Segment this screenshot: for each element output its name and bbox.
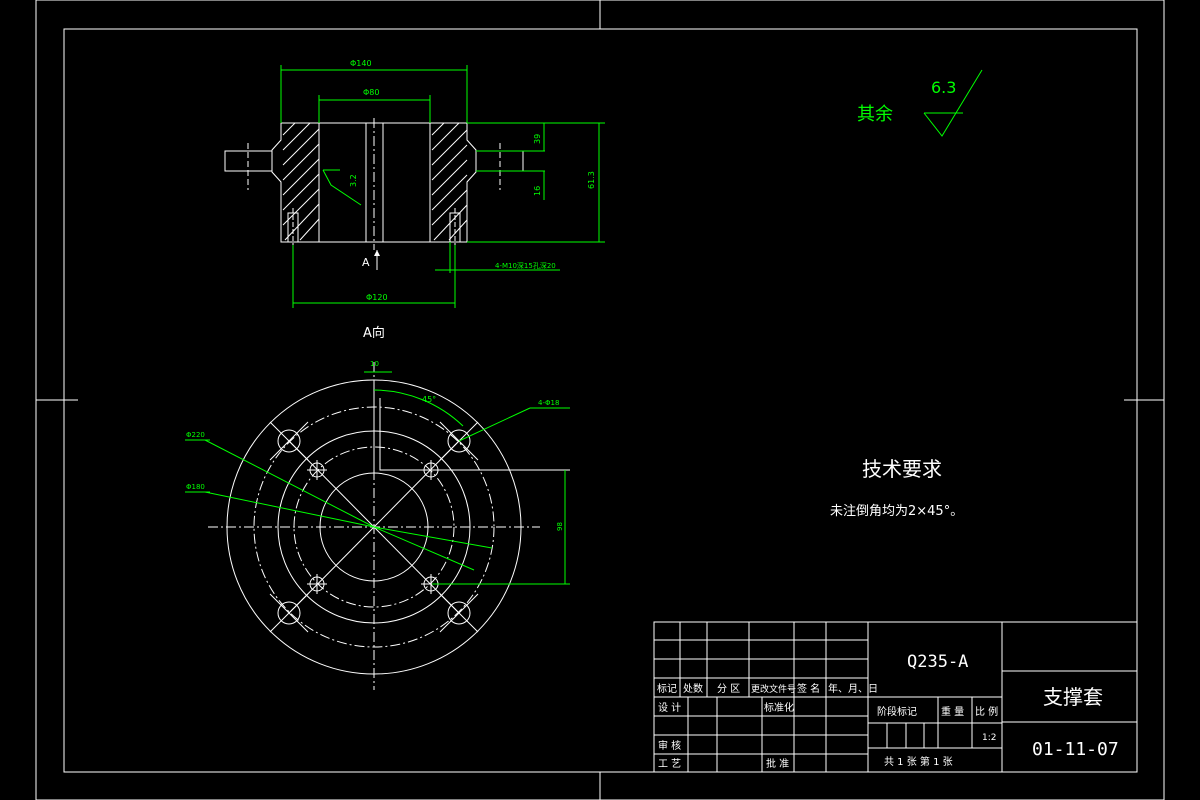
- section-left-wall: [271, 122, 320, 243]
- title-block-text: Q235-A 支撑套 01-11-07 1:2 标记 处数 分 区 更改文件号 …: [657, 652, 1119, 770]
- holes-4-d18: 4-Φ18: [538, 399, 559, 407]
- section-right-wall: [429, 122, 477, 243]
- plan-view: [208, 362, 570, 690]
- row-process: 工 艺: [658, 758, 681, 770]
- material: Q235-A: [907, 652, 968, 672]
- plan-dimensions: 10 45° 4-Φ18 Φ220 Φ180 98: [185, 360, 570, 585]
- row-standardization: 标准化: [764, 701, 794, 714]
- hdr-count: 处数: [683, 682, 703, 695]
- dim-d140: Φ140: [350, 59, 372, 68]
- dim-vertical-right: 98: [556, 522, 564, 531]
- section-dimensions: Φ140 Φ80 39 16 61.3 3.2 Φ120 4-M10深15孔深2…: [280, 59, 605, 308]
- row-design: 设 计: [658, 701, 681, 714]
- sheet-inner-border: [63, 28, 1138, 773]
- dim-39: 39: [533, 134, 542, 144]
- dim-16: 16: [533, 186, 542, 196]
- a-view-label: A向: [363, 325, 385, 341]
- section-hatching: [282, 122, 468, 241]
- stage-mark: 阶段标记: [877, 705, 917, 718]
- weight: 重 量: [941, 705, 964, 718]
- dim-10: 10: [370, 360, 379, 368]
- scale-label: 比 例: [975, 705, 998, 718]
- hdr-mark: 标记: [657, 683, 677, 695]
- hdr-signature: 签 名: [797, 682, 820, 695]
- part-name: 支撑套: [1043, 685, 1103, 709]
- drawing-number: 01-11-07: [1032, 739, 1119, 760]
- dim-d80: Φ80: [363, 88, 379, 97]
- surface-finish-value: 6.3: [931, 78, 956, 97]
- angle-45: 45°: [422, 395, 436, 404]
- tech-req-title: 技术要求: [862, 457, 942, 481]
- section-view: [224, 118, 524, 250]
- scale: 1:2: [982, 733, 996, 743]
- surface-finish-label: 其余: [857, 104, 893, 125]
- hdr-date: 年、月、日: [828, 682, 878, 695]
- centering-marks: [36, 0, 1164, 800]
- row-approve: 批 准: [766, 757, 789, 770]
- thread-note: 4-M10深15孔深20: [495, 261, 556, 270]
- sheets: 共 1 张 第 1 张: [884, 755, 953, 768]
- dim-d120: Φ120: [366, 293, 388, 302]
- tech-req-note: 未注倒角均为2×45°。: [830, 504, 963, 519]
- dim-d220: Φ220: [186, 431, 205, 439]
- row-review: 审 核: [658, 739, 681, 752]
- title-block: [653, 621, 1138, 773]
- dim-d180: Φ180: [186, 483, 205, 491]
- dim-total: 61.3: [587, 171, 596, 189]
- hdr-change-doc: 更改文件号: [751, 683, 796, 695]
- sheet-outer-border: [35, 0, 1165, 800]
- a-marker: A: [362, 256, 370, 269]
- surface-finish-symbol: 其余 6.3: [857, 69, 983, 137]
- hdr-zone: 分 区: [717, 683, 740, 695]
- roughness-inner: 3.2: [349, 174, 358, 187]
